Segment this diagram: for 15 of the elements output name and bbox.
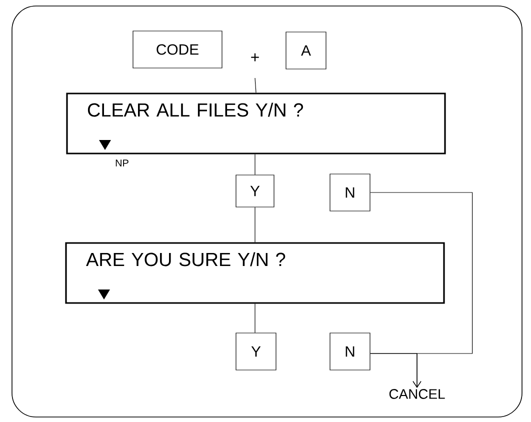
cancel-text: CANCEL (389, 389, 445, 399)
connector-line (254, 207, 256, 242)
display-box: CLEAR ALL FILES Y/N ? (66, 92, 446, 154)
key-box: CODE (132, 30, 222, 68)
key-box: Y (236, 174, 274, 208)
connector-line (254, 304, 256, 333)
connector-line (254, 78, 256, 93)
key-box: A (286, 32, 326, 70)
key-box: N (330, 174, 370, 212)
display-box: ARE YOU SURE Y/N ? (65, 242, 445, 304)
key-box: Y (236, 332, 276, 370)
key-label: + (251, 53, 259, 62)
key-box: N (330, 332, 370, 370)
connector-line (254, 154, 256, 175)
connector-line (370, 353, 422, 388)
